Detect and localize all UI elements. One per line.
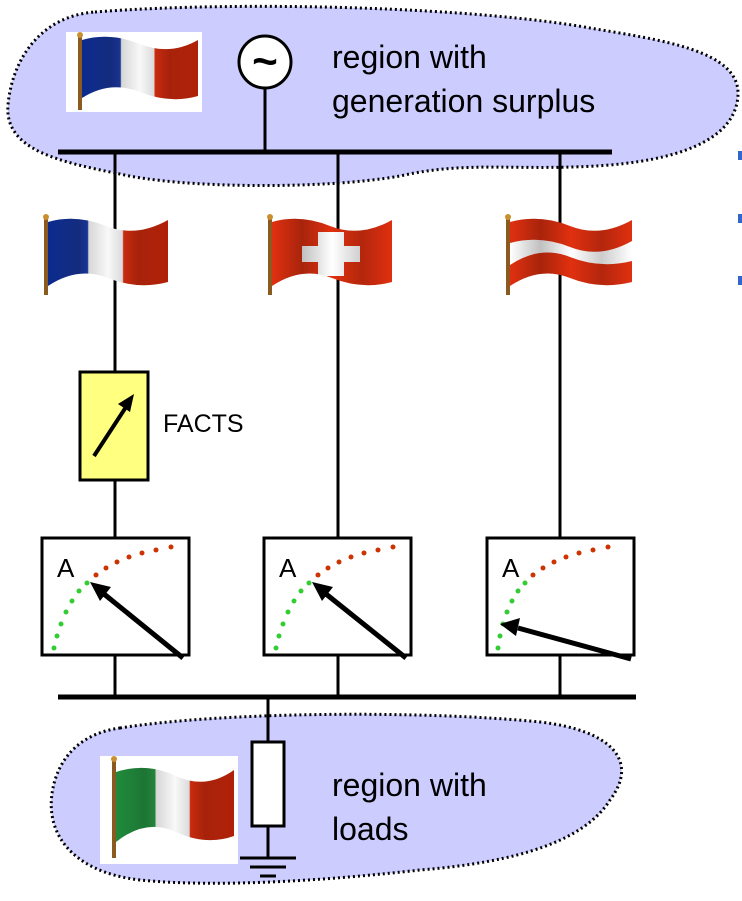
load-region-label-line2: loads xyxy=(332,811,409,847)
ammeter-france: A xyxy=(40,536,191,660)
svg-text:A: A xyxy=(57,553,75,583)
load-region-label-line1: region with xyxy=(332,767,487,803)
ammeter-switzerland: A xyxy=(262,536,413,660)
bullet-marker xyxy=(738,276,742,285)
svg-text:~: ~ xyxy=(252,37,278,86)
facts-device xyxy=(78,370,150,482)
bullet-marker xyxy=(738,151,742,160)
ground-icon xyxy=(240,856,296,878)
facts-label: FACTS xyxy=(163,410,244,438)
generation-region-label-line1: region with xyxy=(332,39,487,75)
load-resistor xyxy=(250,740,286,828)
bullet-marker xyxy=(738,214,742,223)
svg-text:A: A xyxy=(502,553,520,583)
italy-flag-icon xyxy=(100,756,238,864)
france-flag-icon xyxy=(43,214,168,295)
generator-icon: ~ xyxy=(237,34,293,90)
generation-region-label-line2: generation surplus xyxy=(332,83,595,119)
ammeter-austria: A xyxy=(485,536,636,662)
switzerland-flag-icon xyxy=(267,214,392,295)
austria-flag-icon xyxy=(505,214,632,295)
france-flag-icon xyxy=(66,32,202,112)
svg-text:A: A xyxy=(279,553,297,583)
